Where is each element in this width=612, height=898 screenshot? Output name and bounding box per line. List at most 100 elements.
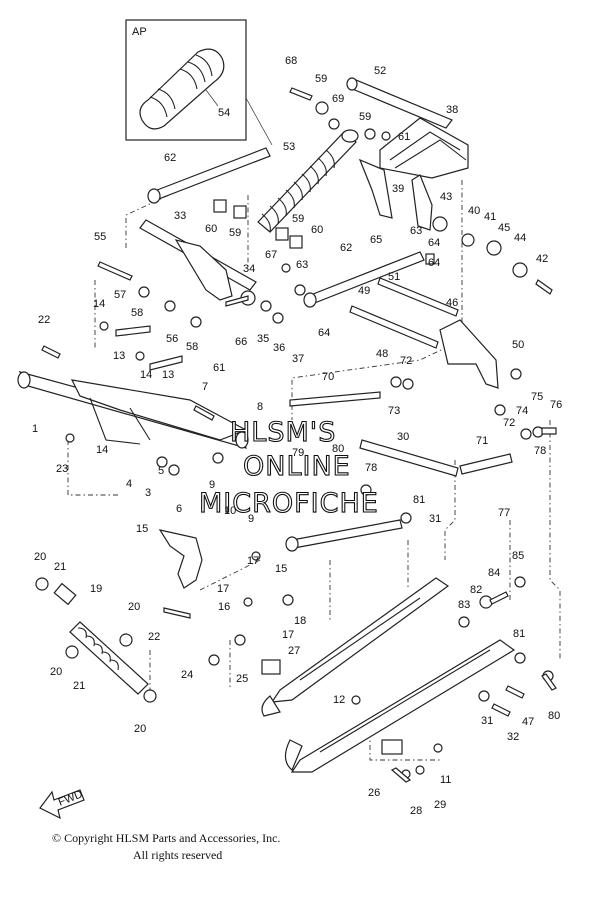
shaft-51 (377, 277, 459, 317)
callout: 60 (311, 224, 323, 236)
shaft-70 (289, 391, 381, 407)
callout: 14 (96, 444, 108, 456)
callout: 17 (247, 555, 259, 567)
callout: 32 (507, 731, 519, 743)
hardware (35, 87, 557, 783)
callout: 13 (162, 369, 174, 381)
callout: 81 (413, 494, 425, 506)
front-suspension-frame (17, 371, 249, 449)
callout: 78 (365, 462, 377, 474)
callout: 11 (440, 774, 451, 786)
callout: 70 (322, 371, 334, 383)
callout-54: 54 (218, 107, 230, 119)
callout: 14 (93, 298, 105, 310)
callout: 71 (476, 435, 488, 447)
callout: 28 (410, 805, 422, 817)
callout: 72 (503, 417, 515, 429)
callout-numbers: 68 59 69 52 59 61 38 53 62 60 59 39 43 4… (32, 55, 562, 817)
callout: 59 (359, 111, 371, 123)
inset-ap: AP 54 (125, 19, 247, 141)
callout: 81 (513, 628, 525, 640)
callout: 31 (429, 513, 441, 525)
callout: 65 (370, 234, 382, 246)
callout: 20 (50, 666, 62, 678)
callout: 72 (400, 355, 412, 367)
rear-shock-absorber (257, 129, 359, 233)
callout: 75 (531, 391, 543, 403)
callout: 13 (113, 350, 125, 362)
callout: 22 (38, 314, 50, 326)
callout: 61 (213, 362, 225, 374)
bellows-boot (139, 48, 225, 130)
callout: 63 (296, 259, 308, 271)
callout: 48 (376, 348, 388, 360)
rod-79 (291, 519, 403, 549)
bracket-46 (439, 319, 499, 389)
callout: 59 (315, 73, 327, 85)
callout: 27 (288, 645, 300, 657)
shaft-48 (349, 305, 439, 349)
callout: 61 (398, 131, 410, 143)
callout: 3 (145, 487, 151, 499)
shaft-30 (359, 439, 459, 477)
callout: 12 (333, 694, 345, 706)
callout: 43 (440, 191, 452, 203)
callout: 40 (468, 205, 480, 217)
callout: 58 (186, 341, 198, 353)
callout: 68 (285, 55, 297, 67)
callout: 17 (282, 629, 294, 641)
callout: 5 (158, 465, 164, 477)
upper-rear-arm (346, 77, 469, 231)
watermark-line1: HLSM'S (230, 417, 336, 448)
callout: 14 (140, 369, 152, 381)
callout: 73 (388, 405, 400, 417)
callout: 59 (292, 213, 304, 225)
slide-rail-assembly (261, 577, 516, 773)
callout: 53 (283, 141, 295, 153)
callout: 64 (318, 327, 330, 339)
callout: 15 (275, 563, 287, 575)
callout: 45 (498, 222, 510, 234)
callout: 17 (217, 583, 229, 595)
callout: 21 (73, 680, 85, 692)
callout: 8 (257, 401, 263, 413)
callout: 44 (514, 232, 526, 244)
callout: 47 (522, 716, 534, 728)
callout: 60 (205, 223, 217, 235)
callout: 64 (428, 237, 440, 249)
callout: 35 (257, 333, 269, 345)
reference-lines (67, 180, 561, 761)
callout: 52 (374, 65, 386, 77)
callout: 67 (265, 249, 277, 261)
callout: 19 (90, 583, 102, 595)
callout: 9 (248, 513, 254, 525)
callout: 50 (512, 339, 524, 351)
callout: 20 (134, 723, 146, 735)
callout: 56 (166, 333, 178, 345)
callout: 66 (235, 336, 247, 348)
callout: 39 (392, 183, 404, 195)
callout: 49 (358, 285, 370, 297)
callout: 51 (388, 271, 400, 283)
callout: 58 (131, 307, 143, 319)
block-26 (381, 739, 403, 755)
callout: 29 (434, 799, 446, 811)
callout: 34 (243, 263, 255, 275)
callout: 63 (410, 225, 422, 237)
callout: 23 (56, 463, 68, 475)
callout: 78 (534, 445, 546, 457)
rights-line: All rights reserved (133, 848, 223, 862)
callout: 59 (229, 227, 241, 239)
callout: 80 (332, 443, 344, 455)
callout: 22 (148, 631, 160, 643)
callout: 9 (209, 479, 215, 491)
callout: 42 (536, 253, 548, 265)
callout: 57 (114, 289, 126, 301)
callout: 76 (550, 399, 562, 411)
callout: 74 (516, 405, 528, 417)
watermark: HLSM'S ONLINE MICROFICHE (198, 416, 378, 519)
callout: 64 (428, 257, 440, 269)
bracket-15 (158, 529, 203, 589)
callout: 20 (128, 601, 140, 613)
callout: 25 (236, 673, 248, 685)
